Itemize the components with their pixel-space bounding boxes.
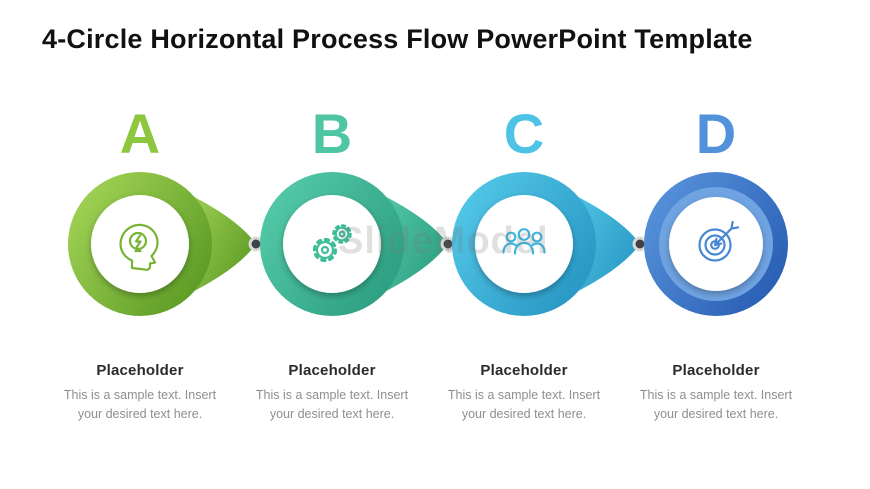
process-flow: A [44, 104, 812, 425]
step-graphic [428, 164, 648, 324]
step-body: This is a sample text. Insert your desir… [639, 388, 793, 422]
teardrop-shape [260, 172, 456, 316]
step-graphic [620, 164, 812, 324]
step-letter: B [311, 102, 353, 165]
step-heading: Placeholder [96, 362, 184, 379]
ring-shape [644, 172, 788, 316]
process-step-c: C [428, 102, 648, 425]
team-icon [502, 228, 546, 255]
step-body: This is a sample text. Insert your desir… [255, 388, 409, 422]
slide-title: 4-Circle Horizontal Process Flow PowerPo… [42, 24, 753, 54]
step-graphic [44, 164, 264, 324]
step-body: This is a sample text. Insert your desir… [447, 388, 601, 422]
target-icon [698, 220, 740, 262]
step-heading: Placeholder [672, 362, 760, 379]
step-heading: Placeholder [288, 362, 376, 379]
process-step-a: A [44, 102, 264, 425]
step-letter: A [119, 102, 161, 165]
teardrop-shape [68, 172, 264, 316]
step-body: This is a sample text. Insert your desir… [63, 388, 217, 422]
step-graphic [236, 164, 456, 324]
teardrop-shape [452, 172, 648, 316]
gears-icon [312, 224, 352, 263]
step-letter: D [695, 102, 737, 165]
step-letter: C [503, 102, 545, 165]
head-idea-icon [119, 223, 159, 271]
process-step-b: B [236, 102, 456, 425]
step-heading: Placeholder [480, 362, 568, 379]
process-step-d: D [620, 104, 812, 425]
